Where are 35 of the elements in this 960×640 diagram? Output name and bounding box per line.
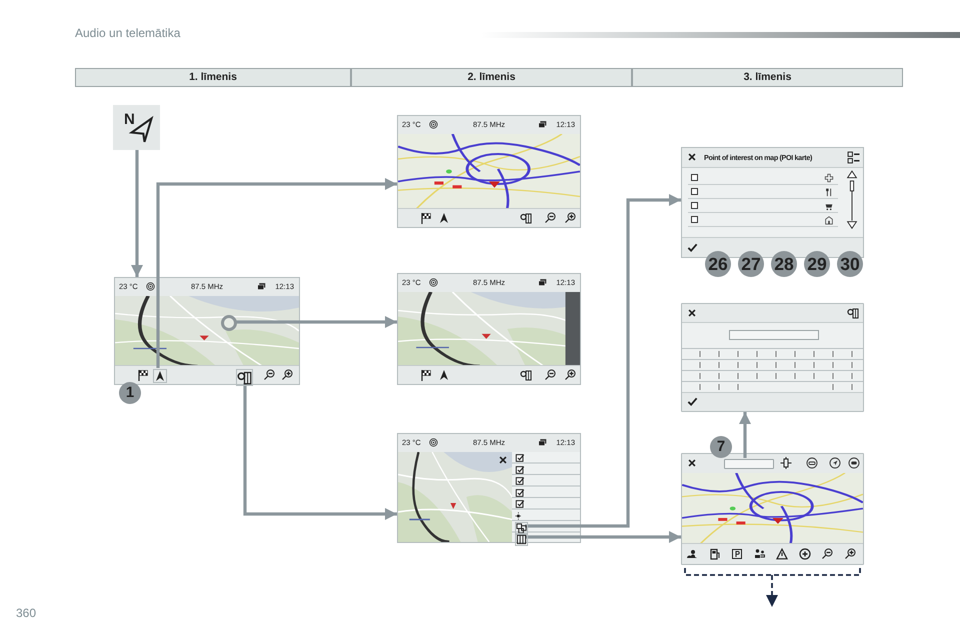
callout-number: 27 — [738, 251, 764, 277]
north-arrow-icon — [153, 369, 167, 383]
screen — [681, 147, 864, 258]
map-pointer-circle — [221, 315, 237, 331]
callout-number: 30 — [837, 251, 863, 277]
arrow — [525, 194, 681, 528]
compass-letter: N — [124, 111, 135, 128]
screen — [397, 273, 581, 385]
screen — [681, 453, 864, 565]
callout-number: 7 — [710, 436, 732, 458]
arrow — [156, 178, 397, 368]
page-number: 360 — [16, 606, 36, 620]
column-header: 3. līmenis — [632, 68, 903, 87]
column-header: 1. līmenis — [75, 68, 351, 87]
screen — [397, 433, 581, 543]
arrow — [131, 150, 143, 277]
column-header: 2. līmenis — [351, 68, 632, 87]
callout-number: 26 — [705, 251, 731, 277]
navigation-button — [113, 105, 160, 150]
arrow — [525, 531, 681, 543]
screen — [681, 303, 864, 412]
arrow — [739, 412, 751, 458]
screen — [114, 277, 300, 385]
screen — [397, 115, 581, 228]
dashed-arrow — [684, 567, 861, 608]
callout-number: 1 — [119, 382, 141, 404]
arrow — [236, 316, 397, 328]
page-header: Audio un telemātika — [75, 26, 180, 40]
arrow — [243, 383, 397, 520]
map-settings-icon — [236, 369, 253, 386]
callout-number: 28 — [771, 251, 797, 277]
layers-icon — [515, 522, 528, 535]
map-icon — [515, 533, 528, 546]
callout-number: 29 — [804, 251, 830, 277]
text-field — [724, 459, 774, 469]
